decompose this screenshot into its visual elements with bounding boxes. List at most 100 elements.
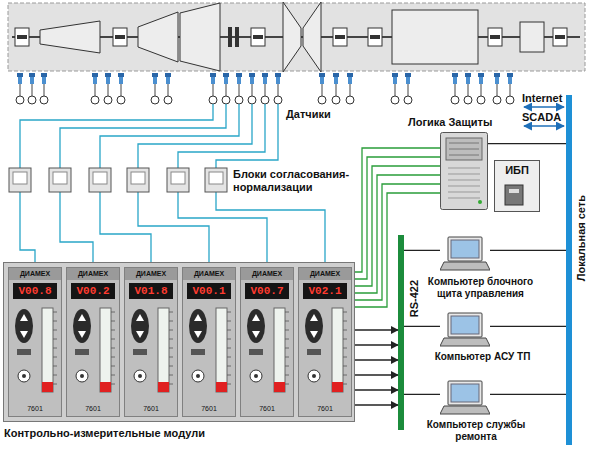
connector-line — [404, 250, 440, 251]
drawing-part — [336, 84, 337, 96]
module-knob — [131, 309, 149, 343]
drawing-part — [13, 172, 27, 184]
laptop-computer: Компьютер АСУ ТП — [440, 312, 490, 348]
sensor-probe — [478, 73, 484, 77]
connector-line — [355, 404, 398, 405]
connector-line — [355, 389, 398, 390]
drawing-part — [441, 133, 488, 210]
sensor-probe — [92, 73, 98, 77]
lp-turbine — [283, 2, 301, 72]
drawing-part — [169, 348, 173, 349]
bar-gauge — [42, 308, 53, 392]
sensor-probe — [223, 73, 229, 77]
sensor-probe — [348, 77, 352, 84]
sensor-probe — [495, 77, 499, 84]
drawing-part — [448, 381, 482, 405]
module-button — [17, 349, 31, 355]
drawing-part — [136, 314, 144, 321]
sensor-probe — [17, 73, 23, 77]
sensor-probe — [93, 77, 97, 84]
server-icon — [440, 132, 488, 210]
connector-line — [355, 374, 398, 375]
module-button — [133, 349, 147, 355]
exciter — [520, 22, 544, 52]
sensor-terminal — [91, 96, 99, 104]
drawing-part — [449, 143, 479, 144]
drawing-part — [20, 331, 28, 338]
module-knob — [73, 309, 91, 343]
sensor-caption: Датчики — [286, 108, 331, 121]
drawing-part — [78, 314, 86, 321]
instrument-module: ДИАМЕХV02.17601 — [298, 267, 352, 417]
bus-bar: RS-422 — [398, 235, 404, 430]
drawing-part — [169, 330, 173, 331]
drawing-part — [111, 312, 115, 313]
drawing-part — [227, 312, 231, 313]
sensor-probe — [263, 77, 267, 84]
drawing-part — [53, 357, 57, 358]
drawing-part — [138, 374, 142, 378]
drawing-part — [322, 84, 323, 96]
drawing-part — [448, 180, 480, 181]
sensor-probe — [334, 77, 338, 84]
drawing-part — [168, 84, 169, 96]
sensor-probe — [211, 77, 215, 84]
drawing-part — [343, 384, 347, 385]
sensor-probe — [152, 73, 158, 77]
drawing-part — [408, 84, 409, 96]
hp-turbine — [40, 21, 100, 53]
drawing-part — [448, 198, 480, 199]
sensor-probe — [275, 73, 281, 77]
sensor-probe — [118, 73, 124, 77]
module-lamp — [192, 370, 204, 382]
sensor-probe — [250, 77, 254, 84]
drawing-part — [32, 84, 33, 96]
module-controls — [125, 304, 179, 400]
model-number: 7601 — [299, 405, 351, 413]
drawing-part — [448, 313, 482, 337]
drawing-part — [278, 84, 279, 96]
drawing-part — [169, 339, 173, 340]
sensor-probe — [41, 73, 47, 77]
module-knob — [15, 309, 33, 343]
drawing-part — [100, 104, 239, 168]
drawing-part — [169, 312, 173, 313]
sensor-terminal — [346, 96, 354, 104]
drawing-part — [209, 172, 223, 184]
drawing-part — [216, 104, 278, 168]
bar-gauge-level — [274, 382, 285, 392]
connector-line — [404, 394, 440, 395]
drawing-part — [252, 314, 260, 321]
drawing-part — [20, 84, 21, 96]
module-controls — [67, 304, 121, 400]
drawing-part — [368, 28, 382, 46]
sensor-probe — [249, 73, 255, 77]
drawing-part — [121, 84, 122, 96]
connector — [490, 250, 566, 251]
sensor-probe — [18, 77, 22, 84]
sensor-terminal — [318, 96, 326, 104]
drawing-part — [78, 331, 86, 338]
bar-gauge — [216, 308, 227, 392]
connector-line — [404, 326, 440, 327]
model-number: 7601 — [67, 405, 119, 413]
connector-line — [490, 394, 566, 395]
bar-gauge — [274, 308, 285, 392]
drawing-part — [111, 321, 115, 322]
brand-label: ДИАМЕХ — [241, 270, 293, 278]
drawing-part — [111, 375, 115, 376]
module-button — [307, 349, 321, 355]
bar-gauge-level — [216, 382, 227, 392]
sensor-probe — [276, 77, 280, 84]
instrument-module: ДИАМЕХV00.87601 — [8, 267, 62, 417]
drawing-part — [111, 366, 115, 367]
sensor-row — [16, 73, 514, 104]
module-knob — [247, 309, 265, 343]
drawing-part — [343, 348, 347, 349]
sensor-terminal — [117, 96, 125, 104]
drawing-part — [111, 357, 115, 358]
block-caption: Блоки согласования-нормализации — [233, 168, 358, 194]
computer-label: Компьютер блочного щита управления — [418, 276, 543, 300]
connector — [404, 394, 440, 395]
sensor-probe — [236, 73, 242, 77]
